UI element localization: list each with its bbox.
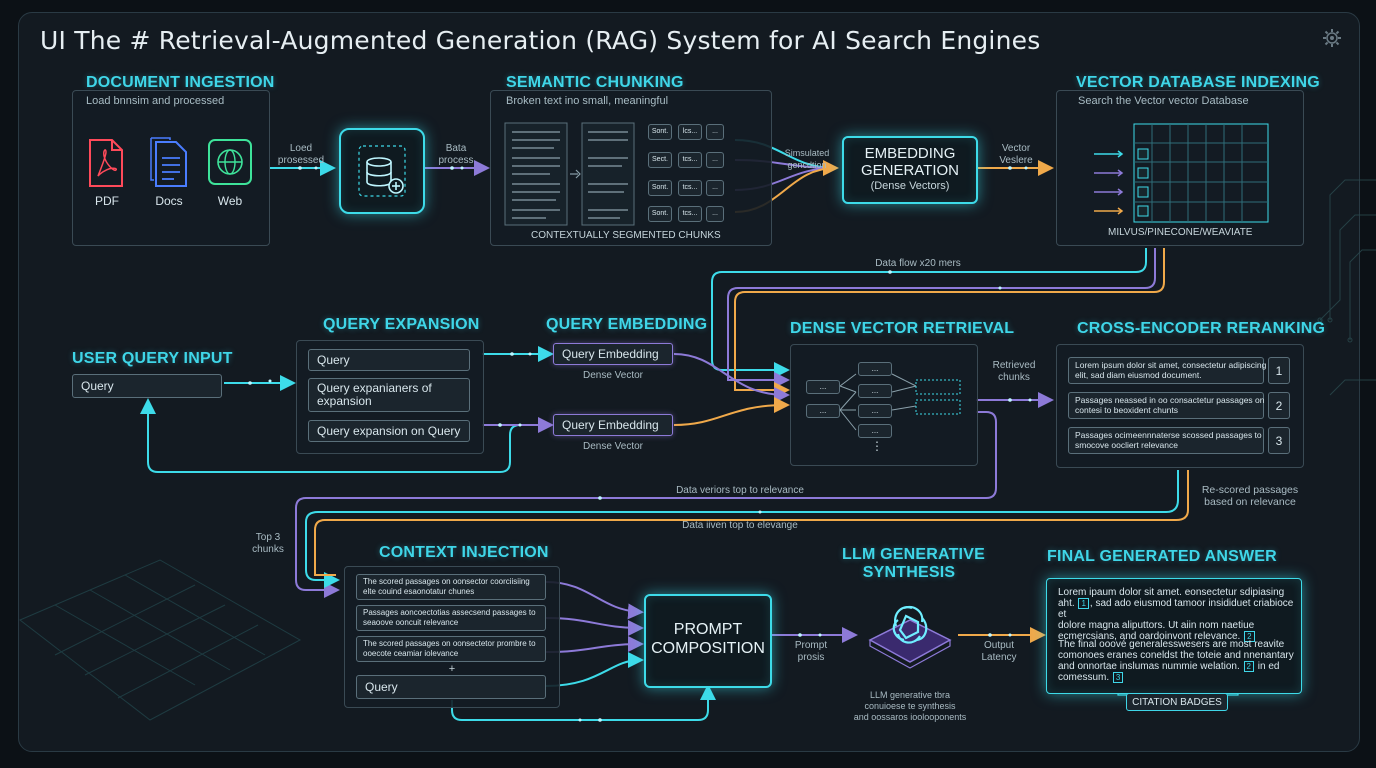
reranking-heading: CROSS-ENCODER RERANKING [1077, 320, 1326, 337]
chunking-subtitle: Broken text ino small, meaningful [506, 95, 669, 107]
gear-icon[interactable] [1322, 28, 1342, 48]
citation-badge-4[interactable]: 3 [1112, 672, 1124, 683]
query-embedding-2[interactable]: Query Embedding [553, 414, 673, 436]
ingestion-heading: DOCUMENT INGESTION [86, 74, 275, 91]
chunking-footer: CONTEXTUALLY SEGMENTED CHUNKS [531, 230, 721, 241]
web-label: Web [217, 194, 243, 208]
embedding-generation-node[interactable] [842, 136, 978, 204]
llm-caption: LLM generative tbra conuioese te synthes… [853, 690, 967, 722]
vector-db-subtitle: Search the Vector vector Database [1078, 95, 1249, 107]
pdf-icon [89, 139, 123, 187]
expansion-query-2[interactable]: Query expanianers of expansion [308, 378, 470, 412]
expansion-query-3[interactable]: Query expansion on Query [308, 420, 470, 442]
user-query-heading: USER QUERY INPUT [72, 350, 233, 367]
vector-node: ... [858, 362, 892, 376]
pdf-label: PDF [95, 194, 119, 208]
database-icon [358, 145, 406, 197]
dense-vector-label-2: Dense Vector [582, 441, 644, 452]
query-expansion-heading: QUERY EXPANSION [323, 316, 480, 333]
retrieved-chunks-label: Retrieved chunks [992, 360, 1036, 383]
context-injection-heading: CONTEXT INJECTION [379, 544, 549, 561]
embedding-generation-title: EMBEDDING GENERATION [860, 145, 960, 179]
embedding-generation-sub: (Dense Vectors) [870, 180, 950, 192]
relevance-label-2: Data iiven top to elevange [682, 520, 798, 531]
chunk-chip: Sont. [648, 206, 672, 222]
citation-badge-2[interactable]: 2 [1244, 631, 1255, 642]
query-embedding-1[interactable]: Query Embedding [553, 343, 673, 365]
vector-node: ... [806, 404, 840, 418]
context-passage[interactable]: The scored passages on oonsectetor promb… [356, 636, 546, 662]
rerank-score: 1 [1268, 357, 1290, 384]
data-process-label: Bata process [438, 143, 474, 166]
dense-retrieval-heading: DENSE VECTOR RETRIEVAL [790, 320, 1015, 337]
vector-node: ... [806, 380, 840, 394]
vector-node: ... [858, 384, 892, 398]
simulated-generation-label: Simsulated gencdtion [784, 148, 830, 170]
chunk-chip: ... [706, 180, 724, 196]
chunk-chip: tcs... [678, 206, 702, 222]
query-embedding-heading: QUERY EMBEDDING [546, 316, 708, 333]
data-flow-label: Data flow x20 mers [875, 258, 961, 269]
prompt-composition-title: PROMPT COMPOSITION [651, 621, 765, 657]
rerank-score: 2 [1268, 392, 1290, 419]
dense-vector-label-1: Dense Vector [582, 370, 644, 381]
vector-db-heading: VECTOR DATABASE INDEXING [1076, 74, 1320, 91]
chunk-chip: ... [706, 152, 724, 168]
expansion-query-1[interactable]: Query [308, 349, 470, 371]
web-icon [208, 139, 252, 185]
chunk-chip: tcs... [678, 152, 702, 168]
chunk-chip: Sont. [648, 124, 672, 140]
docs-icon [150, 137, 187, 187]
rerank-passage[interactable]: Passages ocimeennnaterse scossed passage… [1068, 427, 1264, 454]
storage-node[interactable] [339, 128, 425, 214]
rescored-label: Re-scored passages based on relevance [1201, 484, 1299, 508]
docs-label: Docs [155, 194, 183, 208]
final-answer-para-2: The final ooové generalesswesers are mos… [1058, 639, 1294, 683]
more-results-indicator: ⋮ [871, 439, 883, 453]
vector-node: ... [858, 404, 892, 418]
final-answer-para-1: Lorem ipaum dolor sit amet. eonsectetur … [1058, 587, 1294, 642]
chunking-heading: SEMANTIC CHUNKING [506, 74, 684, 91]
plus-indicator: + [448, 663, 456, 675]
load-processed-label: Loed prosessed [277, 143, 325, 166]
vector-db-panel [1056, 90, 1304, 246]
ingestion-panel [72, 90, 270, 246]
citation-badge-3[interactable]: 2 [1243, 661, 1254, 672]
citation-badge-1[interactable]: 1 [1078, 598, 1089, 609]
vector-label: Vector Veslere [999, 143, 1033, 166]
vector-index-grid [1094, 123, 1269, 223]
citation-badges-label[interactable]: CITATION BADGES [1126, 693, 1228, 711]
vector-db-footer: MILVUS/PINECONE/WEAVIATE [1108, 227, 1253, 238]
chunk-chip: Sect. [648, 152, 672, 168]
chunk-chip: ... [706, 206, 724, 222]
vector-node: ... [858, 424, 892, 438]
chunk-chip: lcs... [678, 124, 702, 140]
user-query-input[interactable]: Query [72, 374, 222, 398]
final-answer-heading: FINAL GENERATED ANSWER [1047, 548, 1277, 565]
rerank-passage[interactable]: Lorem ipsum dolor sit amet, consectetur … [1068, 357, 1266, 384]
final-answer-panel [1046, 578, 1302, 694]
llm-heading: LLM GENERATIVE SYNTHESIS [842, 546, 985, 581]
prompt-composition-node[interactable] [644, 594, 772, 688]
relevance-label-1: Data veriors top to relevance [676, 485, 804, 496]
output-latency-label: Output Latency [981, 640, 1017, 663]
top3-chunks-label: Top 3 chunks [252, 532, 284, 555]
chunk-chip: ... [706, 124, 724, 140]
context-query-field[interactable]: Query [356, 675, 546, 699]
rerank-passage[interactable]: Passages neassed in oo consactetur passa… [1068, 392, 1265, 419]
page-title: UI The # Retrieval-Augmented Generation … [40, 26, 1041, 55]
llm-chip-icon[interactable] [860, 590, 960, 678]
chunk-chip: Sont. [648, 180, 672, 196]
context-passage[interactable]: The scored passages on oonsector coorcii… [356, 574, 546, 600]
chunk-chip: tcs... [678, 180, 702, 196]
ingestion-subtitle: Load bnnsim and processed [86, 95, 225, 107]
context-passage[interactable]: Passages aoncoectotias assecsend passage… [356, 605, 546, 631]
text-documents-icon [504, 122, 635, 226]
prompt-label: Prompt prosis [794, 640, 828, 663]
retrieval-graph [839, 373, 961, 431]
rerank-score: 3 [1268, 427, 1290, 454]
